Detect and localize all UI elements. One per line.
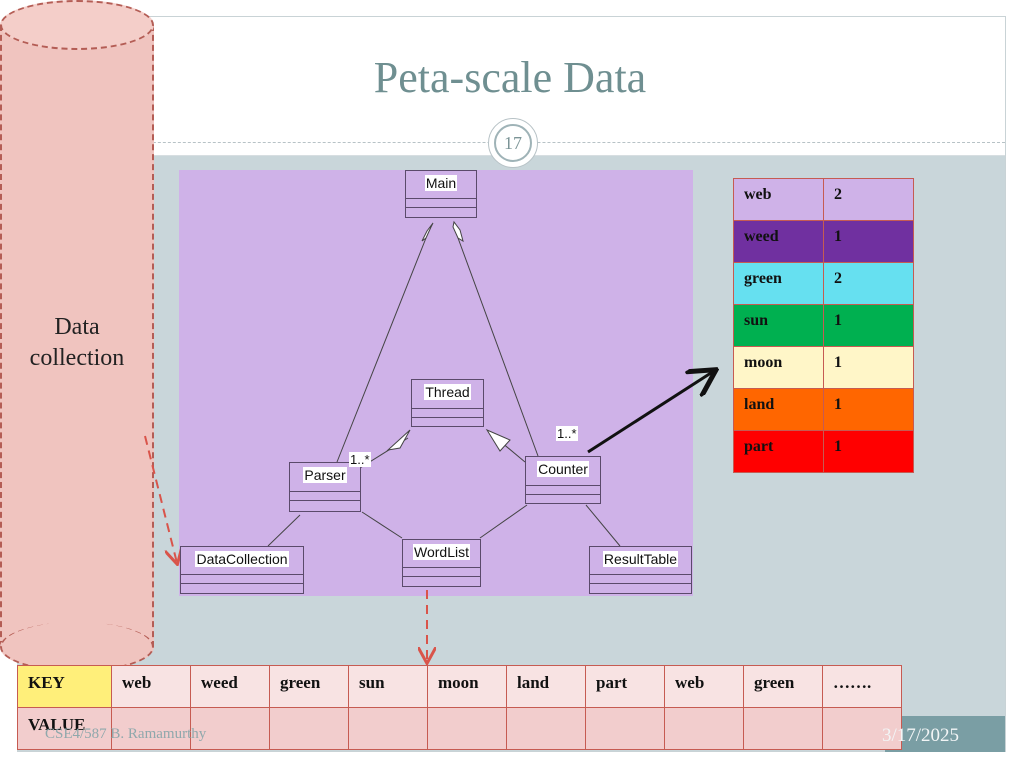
- parser-main-diamond: [421, 222, 434, 242]
- key-cell: weed: [190, 665, 270, 708]
- value-cell: [269, 707, 349, 750]
- uml-class-resulttable: ResultTable: [589, 546, 692, 594]
- result-key-cell: sun: [733, 304, 824, 347]
- value-cell: [585, 707, 665, 750]
- uml-class-datacollection: DataCollection: [180, 546, 304, 594]
- cylinder-to-datacollection-arrow: [144, 435, 177, 563]
- parser-datacollection-line: [267, 514, 301, 547]
- key-cell: part: [585, 665, 665, 708]
- value-cell: [111, 707, 191, 750]
- key-cell: green: [743, 665, 823, 708]
- cylinder-label-line1: Data: [54, 314, 100, 340]
- key-cell: …….: [822, 665, 902, 708]
- value-cell: [506, 707, 586, 750]
- value-cell: [348, 707, 428, 750]
- result-value-cell: 1: [823, 220, 914, 263]
- counter-main-diamond: [452, 220, 464, 243]
- key-cell: moon: [427, 665, 507, 708]
- result-key-cell: weed: [733, 220, 824, 263]
- cylinder-label-line2: collection: [29, 345, 125, 371]
- result-key-cell: part: [733, 430, 824, 473]
- value-cell: [190, 707, 270, 750]
- result-value-cell: 2: [823, 178, 914, 221]
- slide-title: Peta-scale Data: [373, 53, 647, 102]
- value-header: VALUE: [17, 707, 112, 750]
- uml-class-parser-label: Parser: [303, 467, 347, 483]
- cylinder-top: [0, 0, 154, 50]
- parser-main-line: [336, 237, 427, 463]
- counter-resulttable-line: [585, 504, 621, 547]
- footer-band: [885, 716, 1005, 752]
- counter-thread-triangle: [485, 428, 511, 452]
- key-cell: green: [269, 665, 349, 708]
- uml-class-datacollection-label: DataCollection: [195, 551, 289, 567]
- uml-class-resulttable-label: ResultTable: [602, 551, 679, 567]
- parser-wordlist-line: [361, 511, 403, 539]
- uml-class-thread: Thread: [411, 379, 484, 427]
- result-key-cell: web: [733, 178, 824, 221]
- parser-thread-triangle: [386, 429, 411, 451]
- value-row: VALUE: [17, 707, 902, 750]
- key-header: KEY: [17, 665, 112, 708]
- cylinder-label: Data collection: [10, 312, 144, 374]
- footer-course: CSE4/587 B. Ramamurthy: [45, 726, 207, 742]
- key-cell: land: [506, 665, 586, 708]
- value-cell: [743, 707, 823, 750]
- result-value-cell: 1: [823, 304, 914, 347]
- page-number: 17: [494, 124, 532, 162]
- uml-class-counter-label: Counter: [537, 461, 589, 477]
- value-cell: [664, 707, 744, 750]
- value-cell: [822, 707, 902, 750]
- counter-multiplicity: 1..*: [556, 426, 578, 441]
- result-value-cell: 2: [823, 262, 914, 305]
- uml-class-parser: Parser: [289, 462, 361, 512]
- result-key-cell: green: [733, 262, 824, 305]
- counter-wordlist-line: [479, 504, 528, 539]
- key-cell: sun: [348, 665, 428, 708]
- uml-class-thread-label: Thread: [424, 384, 471, 400]
- counter-to-table-arrow: [587, 371, 714, 454]
- uml-class-wordlist-label: WordList: [413, 544, 470, 560]
- result-value-cell: 1: [823, 346, 914, 389]
- result-value-cell: 1: [823, 430, 914, 473]
- result-key-cell: land: [733, 388, 824, 431]
- result-value-cell: 1: [823, 388, 914, 431]
- uml-class-counter: Counter: [525, 456, 601, 504]
- footer-date: 3/17/2025: [882, 725, 960, 746]
- uml-class-wordlist: WordList: [402, 539, 481, 587]
- result-key-cell: moon: [733, 346, 824, 389]
- parser-multiplicity: 1..*: [349, 452, 371, 467]
- value-cell: [427, 707, 507, 750]
- data-collection-cylinder: [0, 25, 154, 647]
- counter-main-line: [457, 237, 539, 457]
- page-number-badge: 17: [488, 118, 538, 168]
- key-cell: web: [664, 665, 744, 708]
- key-cell: web: [111, 665, 191, 708]
- uml-class-main-label: Main: [424, 175, 458, 191]
- uml-class-main: Main: [405, 170, 477, 218]
